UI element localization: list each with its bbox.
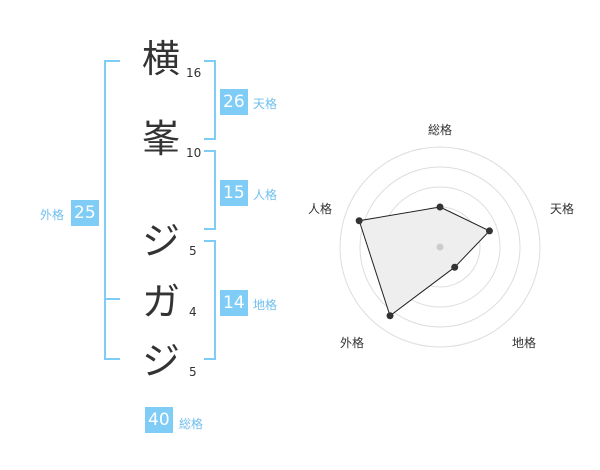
- gaikaku-badge: 25: [71, 200, 99, 226]
- stroke-count-3: 5: [189, 244, 197, 258]
- name-char-2: 峯: [141, 117, 180, 161]
- tenkaku-label: 天格: [253, 97, 278, 111]
- radar-label-jinkaku: 人格: [308, 201, 332, 216]
- radar-point-3: [451, 263, 459, 271]
- radar-ring-5: [339, 146, 541, 348]
- stroke-count-4: 4: [189, 305, 197, 319]
- gaikaku-bracket: [104, 60, 120, 360]
- radar-label-soukaku: 総格: [428, 122, 452, 137]
- radar-label-chikaku: 地格: [512, 335, 536, 350]
- radar-center: [436, 243, 444, 251]
- radar-label-tenkaku: 天格: [550, 201, 574, 216]
- gaikaku-bracket-mid: [104, 298, 120, 300]
- soukaku-badge: 40: [145, 407, 173, 433]
- jinkaku-badge: 15: [220, 180, 248, 206]
- gaikaku-label: 外格: [40, 208, 65, 222]
- chikaku-badge: 14: [220, 290, 248, 316]
- stroke-count-1: 16: [186, 66, 202, 80]
- radar-point-2: [485, 227, 493, 235]
- name-char-1: 横: [141, 37, 180, 81]
- name-char-4: ガ: [141, 280, 180, 324]
- radar-label-gaikaku: 外格: [340, 335, 364, 350]
- jinkaku-label: 人格: [253, 188, 278, 202]
- tenkaku-badge: 26: [220, 89, 248, 115]
- chikaku-bracket: [204, 240, 216, 360]
- radar-point-1: [436, 203, 444, 211]
- tenkaku-bracket: [204, 60, 216, 140]
- jinkaku-bracket: [204, 150, 216, 230]
- soukaku-label: 総格: [179, 417, 204, 431]
- name-char-5: ジ: [141, 339, 180, 383]
- radar-point-4: [386, 312, 394, 320]
- stroke-count-2: 10: [186, 146, 202, 160]
- name-char-3: ジ: [141, 219, 180, 263]
- stroke-count-5: 5: [189, 365, 197, 379]
- radar-points: [355, 203, 493, 320]
- radar-ring-4: [359, 166, 521, 328]
- chikaku-label: 地格: [253, 298, 278, 312]
- radar-chart: 総格 天格 地格 外格 人格: [308, 122, 574, 350]
- radar-point-5: [355, 217, 363, 225]
- radar-polygon: [358, 206, 491, 317]
